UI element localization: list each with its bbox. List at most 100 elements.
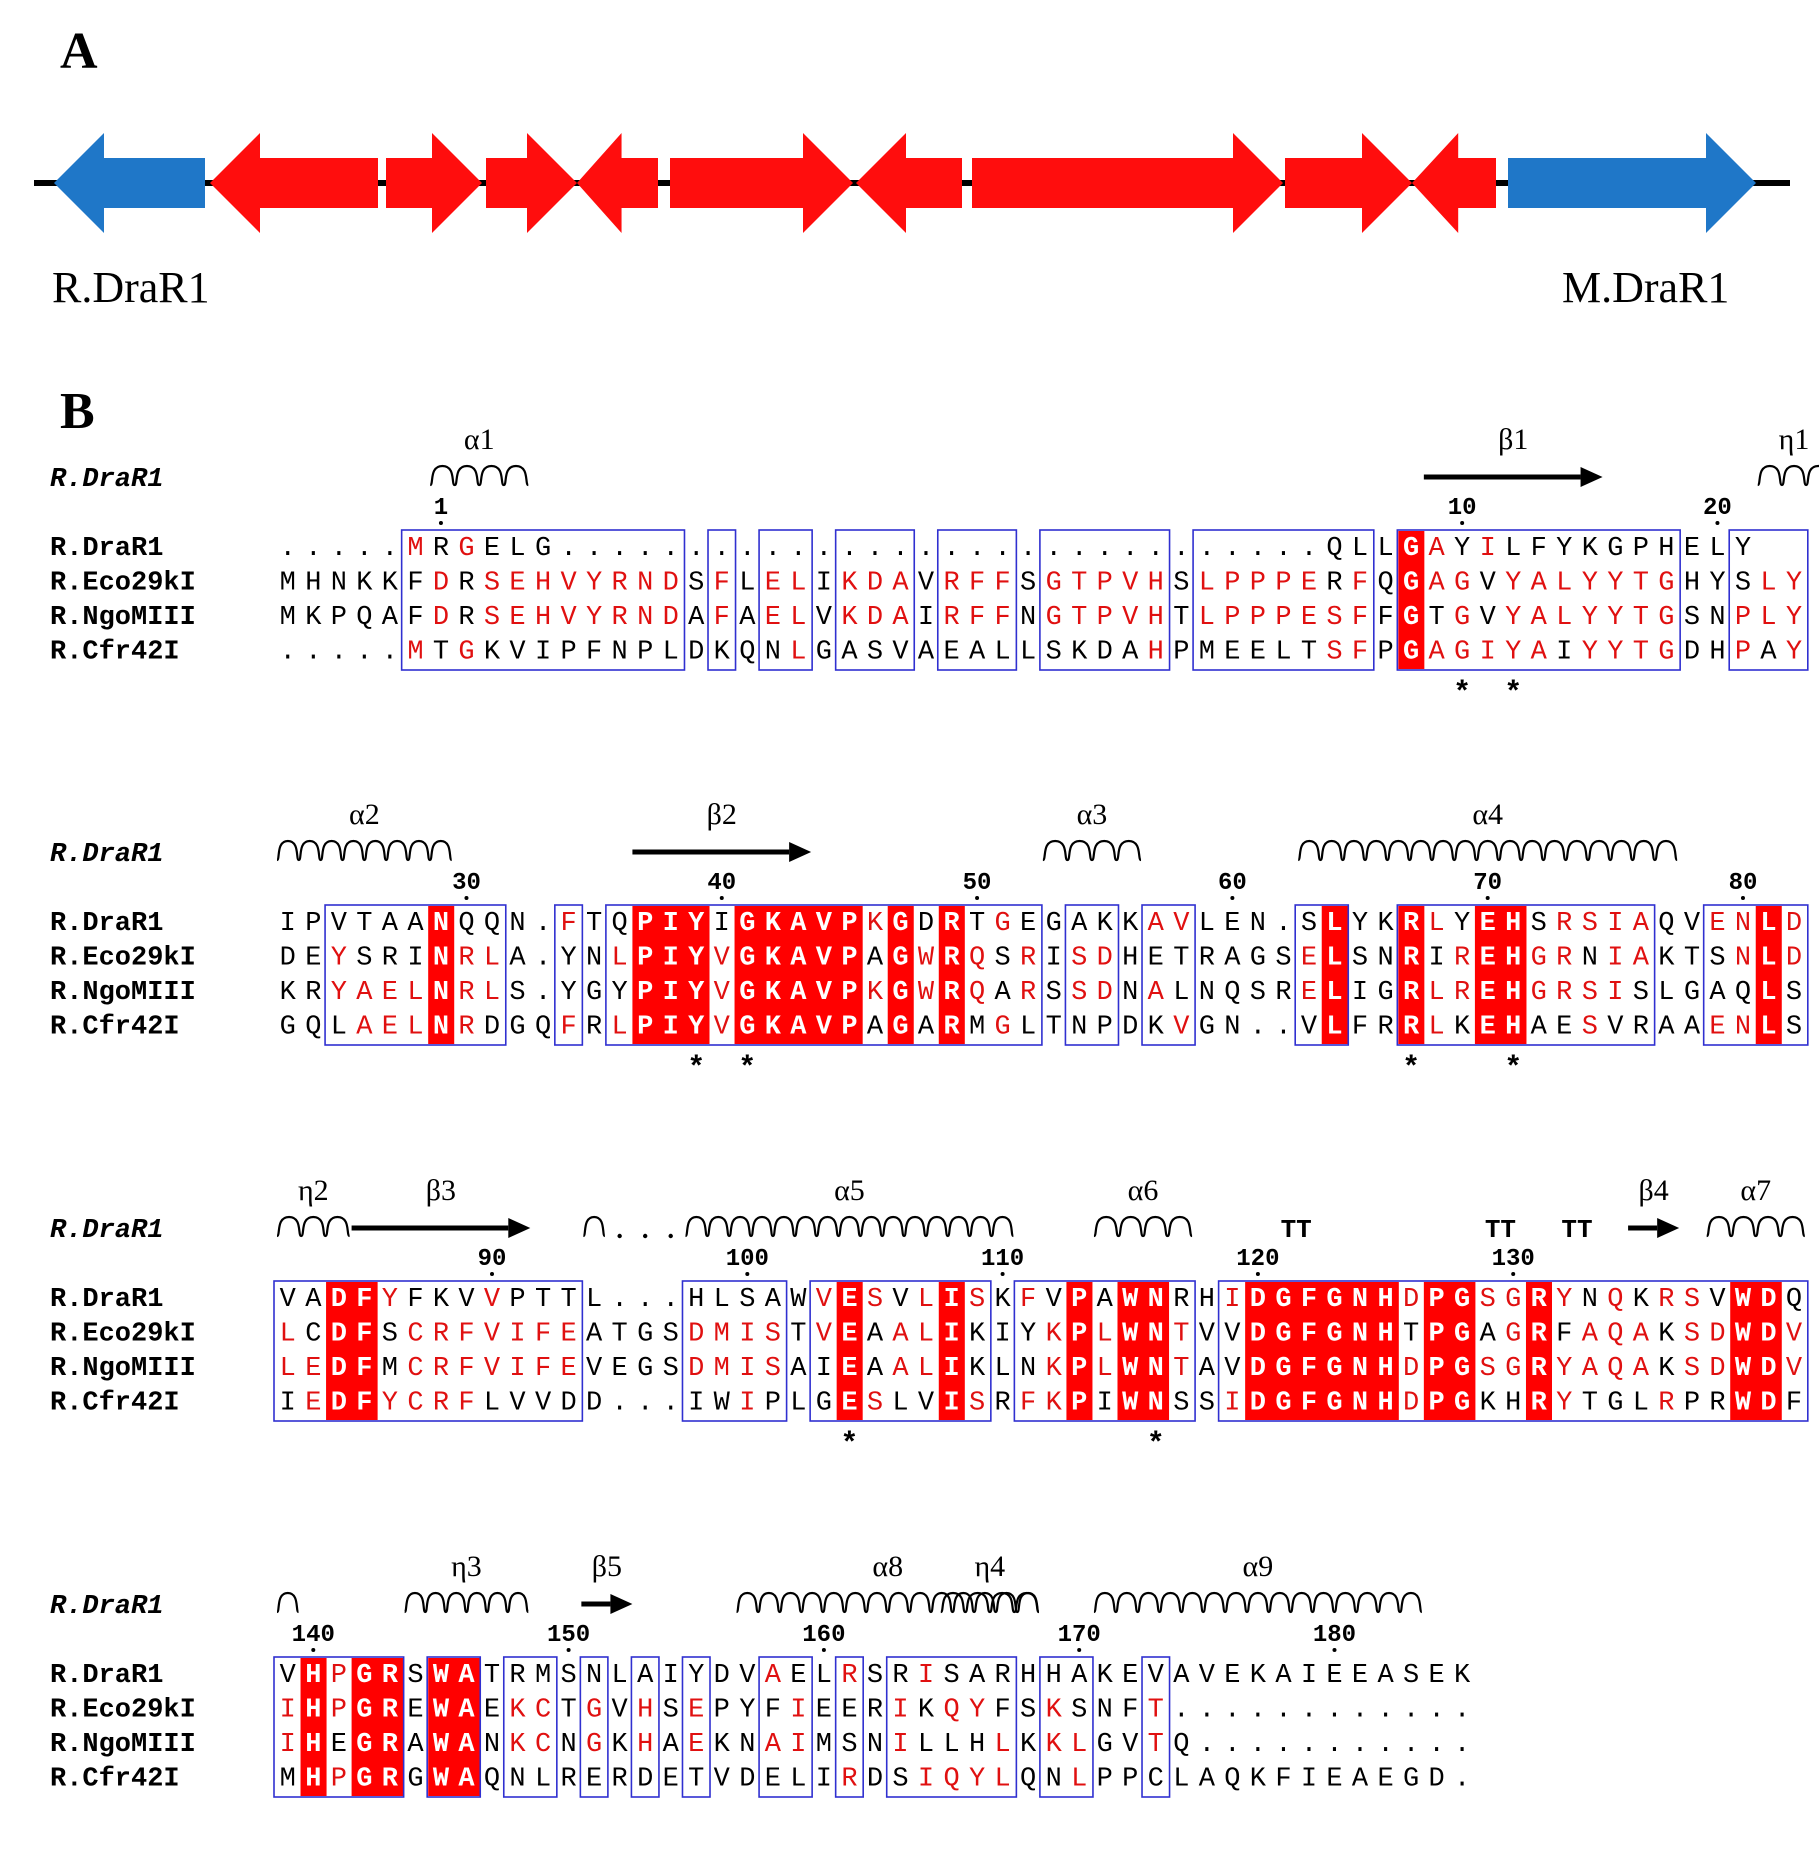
conservation-box [681, 1656, 711, 1798]
residue: F [560, 909, 576, 939]
residue: Y [586, 569, 602, 599]
residue: W [433, 1765, 450, 1795]
residue: L [1556, 603, 1572, 633]
residue: G [892, 944, 908, 974]
residue: V [816, 1320, 833, 1350]
residue: A [382, 909, 399, 939]
residue: H [305, 1730, 321, 1760]
residue: Y [969, 1765, 985, 1795]
residue: P [637, 909, 653, 939]
residue: S [1709, 944, 1725, 974]
residue: Y [1582, 638, 1598, 668]
residue: . [1275, 1013, 1291, 1043]
panel-b-label: B [60, 383, 95, 440]
residue: N [612, 638, 628, 668]
residue: P [1633, 534, 1649, 564]
identity-column [351, 1658, 378, 1796]
residue: S [1403, 1661, 1419, 1691]
residue: P [1097, 1765, 1113, 1795]
residue: . [943, 534, 959, 564]
residue: Q [484, 1765, 500, 1795]
ss-helix [684, 1215, 1015, 1238]
residue: T [433, 638, 449, 668]
residue: E [1301, 944, 1317, 974]
catalytic-residue-star: * [738, 1052, 756, 1086]
residue: Y [688, 944, 705, 974]
residue: F [1786, 1389, 1802, 1419]
ss-helix [1092, 1591, 1423, 1614]
residue: G [356, 1661, 372, 1691]
residue: D [1684, 638, 1700, 668]
residue: Q [943, 1765, 959, 1795]
ss-label: β5 [592, 1550, 622, 1583]
identity-column [453, 1658, 480, 1796]
residue: N [1148, 1320, 1164, 1350]
residue: L [331, 1013, 347, 1043]
identity-column [1525, 1282, 1552, 1420]
residue: K [867, 909, 884, 939]
residue: I [1097, 1389, 1113, 1419]
residue: N [1582, 1285, 1598, 1315]
residue: E [1429, 1661, 1445, 1691]
residue: I [663, 944, 679, 974]
residue: A [995, 978, 1012, 1008]
residue: P [331, 1661, 347, 1691]
residue: R [612, 569, 628, 599]
residue: E [841, 1389, 857, 1419]
residue: T [1148, 1696, 1164, 1726]
residue: S [1480, 1354, 1496, 1384]
residue: T [688, 1765, 704, 1795]
residue: . [1173, 534, 1189, 564]
residue: F [714, 603, 730, 633]
residue: K [1454, 1013, 1471, 1043]
identity-column [1449, 1282, 1476, 1420]
ss-dot [668, 1233, 673, 1239]
gene-arrow-8 [972, 133, 1283, 233]
residue: V [560, 569, 577, 599]
position-tick: 180 [1313, 1622, 1356, 1649]
residue: L [586, 1285, 602, 1315]
residue: F [458, 1354, 474, 1384]
residue: H [1709, 638, 1725, 668]
residue: F [1020, 1285, 1036, 1315]
residue: S [1250, 978, 1266, 1008]
residue: Y [1786, 638, 1802, 668]
residue: V [816, 909, 833, 939]
residue: G [458, 534, 474, 564]
residue: Y [331, 944, 347, 974]
residue: I [790, 1696, 806, 1726]
residue: E [586, 1765, 602, 1795]
residue: . [1224, 1696, 1240, 1726]
residue: . [356, 534, 372, 564]
residue: R [458, 944, 474, 974]
gene-arrow-9 [1285, 133, 1412, 233]
residue: D [688, 1320, 704, 1350]
residue: R [305, 978, 321, 1008]
residue: E [816, 1696, 832, 1726]
residue: G [1046, 909, 1062, 939]
residue: R [1454, 978, 1470, 1008]
residue: R [509, 1661, 525, 1691]
residue: Q [1607, 1285, 1623, 1315]
residue: P [841, 978, 857, 1008]
residue: L [535, 1765, 551, 1795]
residue: . [1224, 1730, 1240, 1760]
residue: A [790, 1354, 807, 1384]
residue: Q [1607, 1354, 1623, 1384]
residue: E [560, 1320, 576, 1350]
residue: D [867, 1765, 883, 1795]
residue: V [331, 909, 348, 939]
residue: I [688, 1389, 704, 1419]
residue: . [356, 638, 372, 668]
ss-strand-arrowhead [789, 842, 812, 862]
residue: K [1122, 909, 1139, 939]
residue: Y [560, 944, 576, 974]
residue: . [663, 1285, 679, 1315]
residue: T [356, 909, 372, 939]
residue: P [841, 944, 857, 974]
residue: I [407, 944, 423, 974]
residue: G [1326, 1389, 1342, 1419]
ss-label: α2 [349, 798, 380, 831]
